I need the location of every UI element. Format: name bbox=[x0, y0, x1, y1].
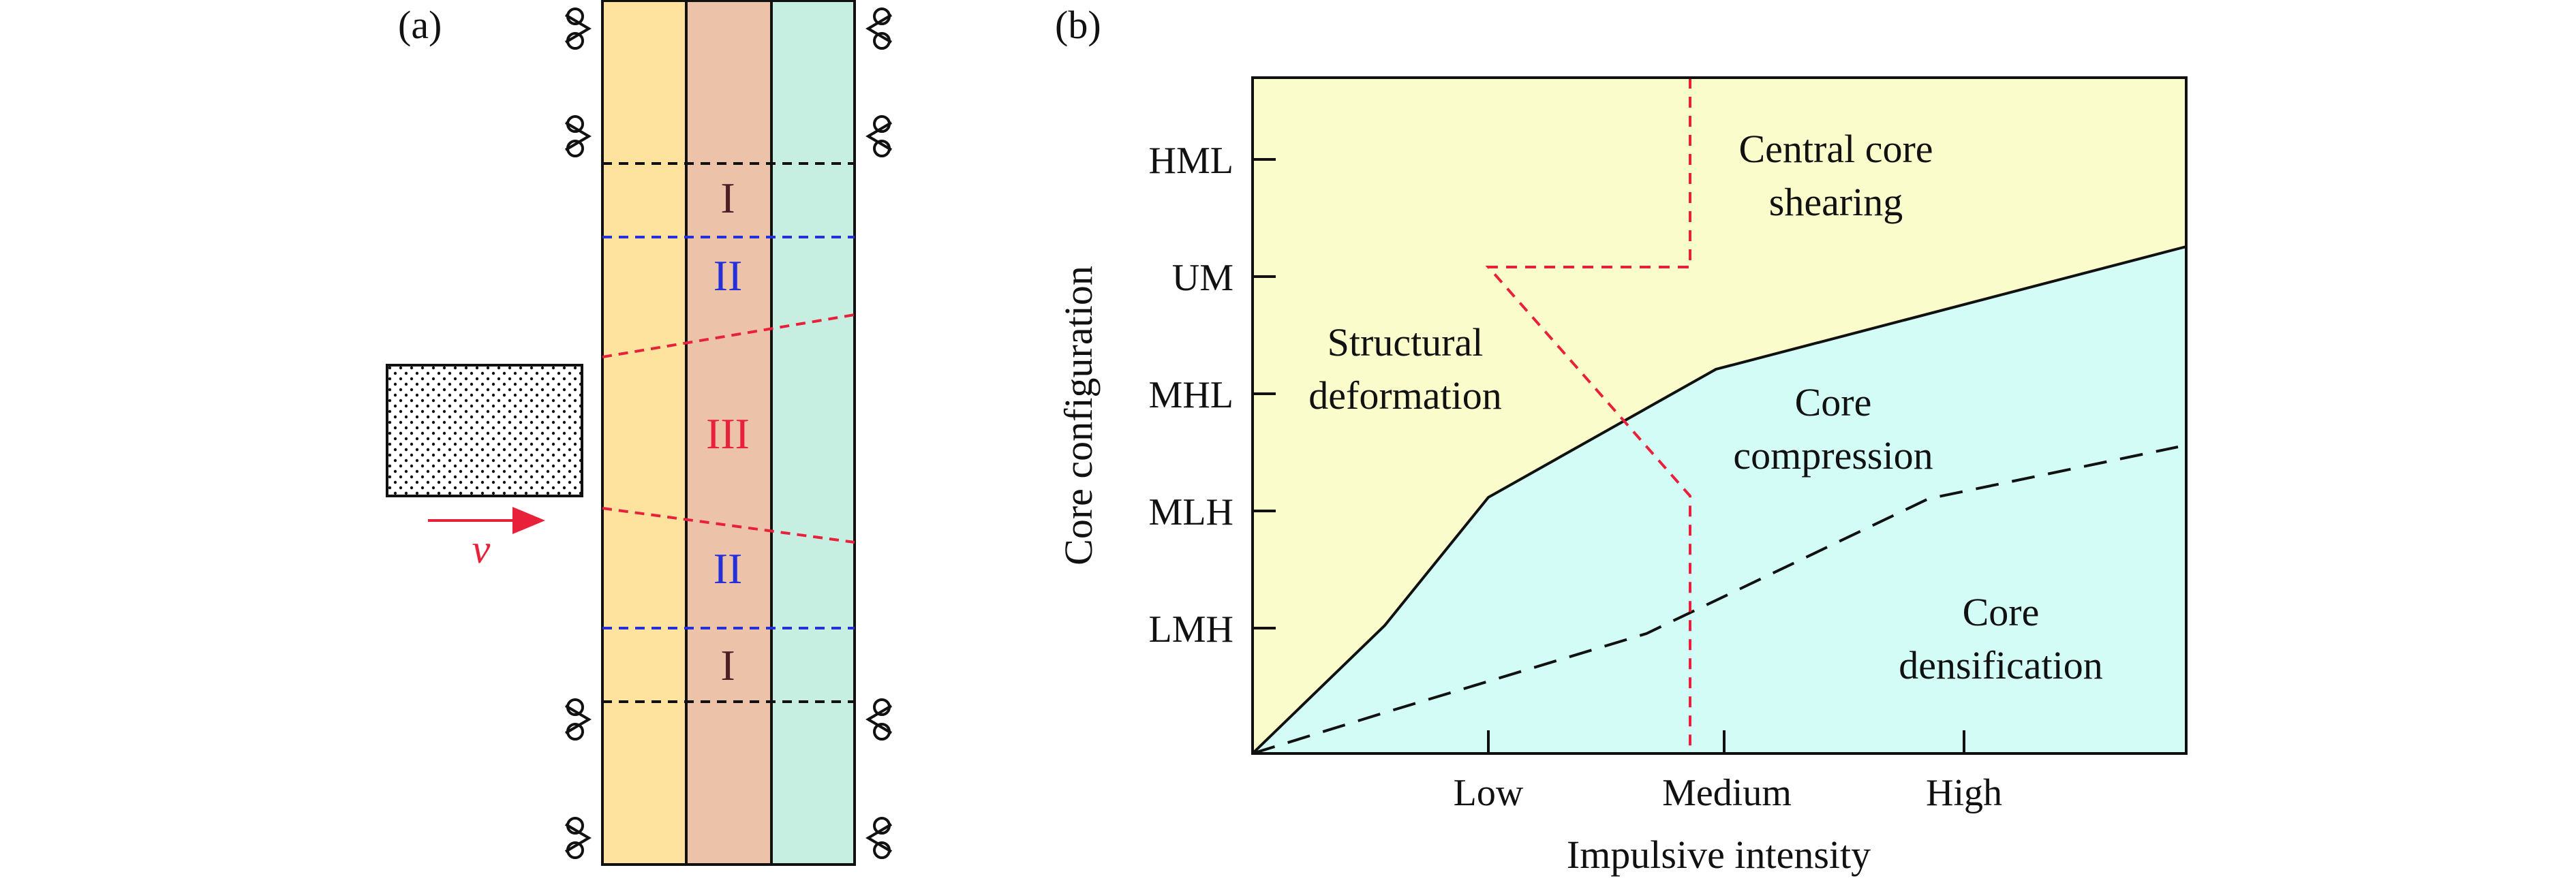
velocity-label: v bbox=[472, 527, 491, 572]
panel-b: (b) HML UM MHL MLH LMH Low Medium High I… bbox=[1055, 3, 2188, 877]
y-tick-label-lmh: LMH bbox=[1149, 608, 1233, 651]
zone-label-ii: II bbox=[714, 251, 743, 300]
structural-deformation-label-line2: deformation bbox=[1308, 373, 1501, 418]
core-layer bbox=[686, 0, 771, 865]
panel-b-label: (b) bbox=[1055, 3, 1101, 47]
core-compression-region bbox=[1253, 247, 2186, 753]
clamp-icon bbox=[564, 817, 592, 859]
zone-boundary-red bbox=[602, 313, 855, 358]
structural-deformation-label-line1: Structural bbox=[1328, 320, 1484, 364]
front-face-sheet bbox=[602, 0, 686, 865]
plot-frame bbox=[1251, 76, 2188, 755]
central-core-shearing-label-line1: Central core bbox=[1738, 127, 1933, 171]
densification-boundary-line bbox=[1252, 446, 2179, 755]
projectile bbox=[386, 364, 583, 497]
core-densification-label-line1: Core bbox=[1963, 590, 2040, 634]
x-tick-label-medium: Medium bbox=[1662, 772, 1792, 814]
central-core-shearing-label-line2: shearing bbox=[1769, 180, 1903, 224]
clamp-icon bbox=[865, 115, 893, 157]
y-tick-label-um: UM bbox=[1172, 257, 1233, 299]
core-compression-label-line2: compression bbox=[1733, 433, 1933, 478]
zone-label-ii: II bbox=[714, 544, 743, 593]
shearing-boundary-line bbox=[1485, 78, 1691, 753]
clamp-icon bbox=[865, 698, 893, 741]
zone-label-iii: III bbox=[706, 409, 750, 458]
sandwich-outline bbox=[601, 0, 856, 866]
panel-a: (a) I II III II I v bbox=[386, 0, 893, 866]
panel-a-label: (a) bbox=[398, 3, 442, 47]
x-axis-title: Impulsive intensity bbox=[1567, 832, 1871, 877]
x-tick-label-high: High bbox=[1926, 772, 2002, 814]
clamp-icon bbox=[564, 115, 592, 157]
y-axis-title: Core configuration bbox=[1056, 266, 1101, 565]
zone-label-i: I bbox=[720, 174, 735, 222]
clamp-icon bbox=[865, 7, 893, 50]
x-tick-label-low: Low bbox=[1454, 772, 1524, 814]
y-tick-label-hml: HML bbox=[1149, 140, 1233, 182]
zone-label-i: I bbox=[720, 641, 735, 689]
clamp-icon bbox=[865, 817, 893, 859]
back-face-sheet bbox=[771, 0, 855, 865]
deformation-boundary-line bbox=[1251, 245, 2187, 755]
clamp-icon bbox=[564, 7, 592, 50]
y-tick-label-mhl: MHL bbox=[1149, 374, 1233, 416]
y-tick-label-mlh: MLH bbox=[1149, 491, 1233, 533]
core-compression-label-line1: Core bbox=[1795, 380, 1872, 424]
core-densification-label-line2: densification bbox=[1899, 643, 2103, 687]
clamp-icon bbox=[564, 698, 592, 741]
